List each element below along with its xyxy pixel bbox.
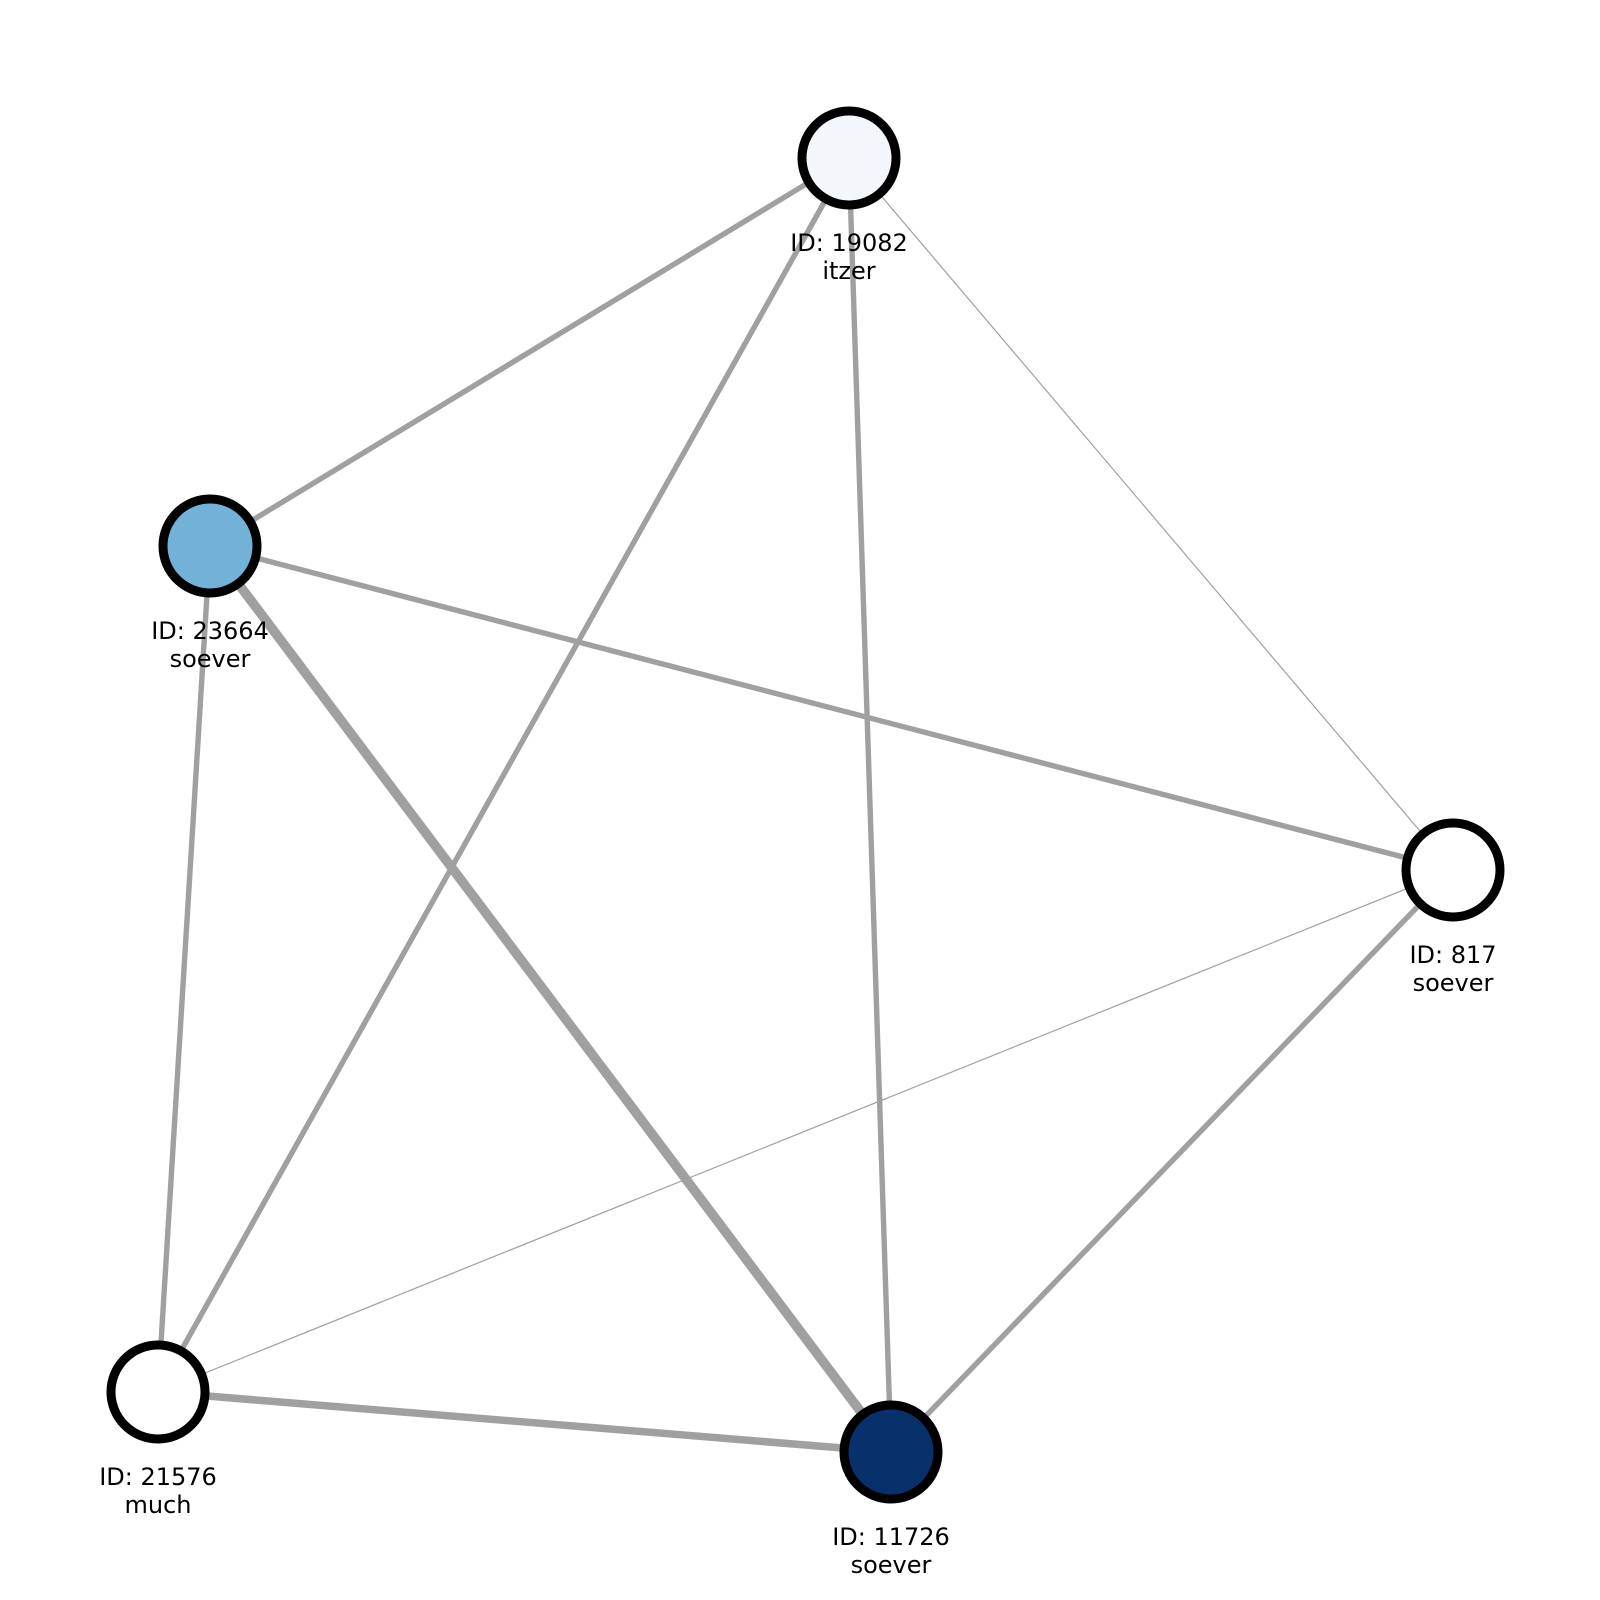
edge-817-11726 xyxy=(889,868,1455,1454)
node-circle xyxy=(106,1340,210,1444)
edge-19082-11726 xyxy=(846,157,894,1453)
node-id-label: ID: 11726 xyxy=(832,1523,950,1551)
node-id-label: ID: 817 xyxy=(1409,941,1496,969)
node-circle xyxy=(1401,818,1505,922)
edge-19082-817 xyxy=(848,157,1454,871)
node-circle xyxy=(839,1400,943,1504)
node-name-label: soever xyxy=(851,1551,932,1579)
node-id-label: ID: 21576 xyxy=(99,1463,217,1491)
node-circle xyxy=(158,494,262,598)
node-name-label: much xyxy=(125,1491,192,1519)
node-id-label: ID: 23664 xyxy=(151,617,269,645)
edge-817-21576 xyxy=(157,869,1454,1393)
node-circle xyxy=(797,106,901,210)
edge-23664-817 xyxy=(209,543,1454,873)
edge-23664-11726 xyxy=(206,543,895,1455)
edges-layer xyxy=(155,155,1455,1456)
edge-23664-21576 xyxy=(155,545,213,1393)
node-name-label: soever xyxy=(170,645,251,673)
node-id-label: ID: 19082 xyxy=(790,229,908,257)
node-name-label: itzer xyxy=(822,257,875,285)
node-name-label: soever xyxy=(1413,969,1494,997)
edge-19082-21576 xyxy=(155,156,852,1394)
edge-21576-11726 xyxy=(157,1388,892,1456)
edge-19082-23664 xyxy=(208,155,851,549)
